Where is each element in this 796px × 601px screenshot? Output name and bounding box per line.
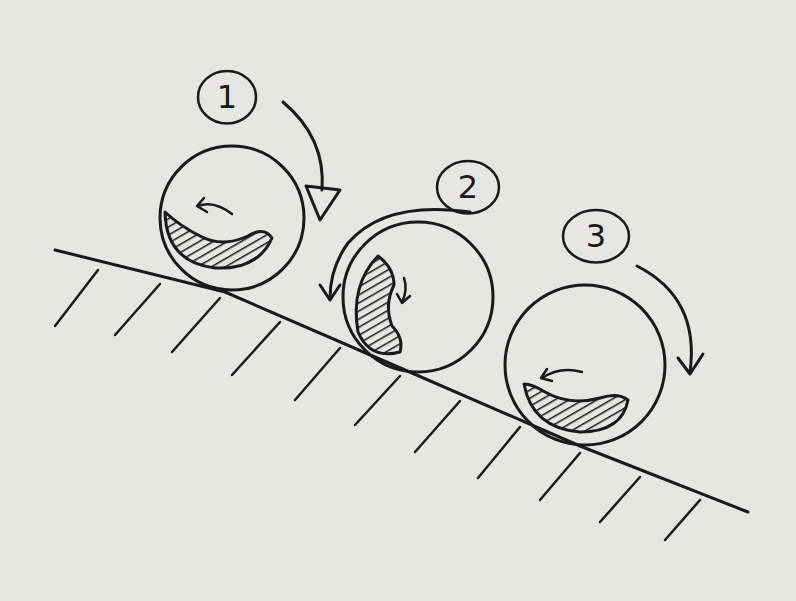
rotation-arrow bbox=[637, 266, 691, 372]
flow-arrow bbox=[541, 369, 552, 381]
callout-number: 2 bbox=[458, 171, 478, 203]
liquid-1 bbox=[165, 212, 272, 268]
flow-arrow bbox=[402, 278, 406, 302]
arrow-head bbox=[306, 186, 340, 220]
arrow-head bbox=[320, 285, 340, 300]
callout-circle: 3 bbox=[561, 208, 631, 264]
callout-circle: 2 bbox=[435, 159, 501, 215]
flow-arrow bbox=[542, 370, 582, 378]
callout-circle: 1 bbox=[196, 69, 258, 125]
liquid-3 bbox=[524, 384, 628, 432]
ball-3 bbox=[505, 285, 665, 445]
callout-number: 3 bbox=[586, 220, 606, 252]
callout-number: 1 bbox=[217, 81, 237, 113]
ball-1 bbox=[160, 146, 304, 290]
rotation-arrow bbox=[283, 102, 322, 190]
incline-surface bbox=[55, 250, 748, 512]
arrow-head bbox=[678, 354, 703, 374]
flow-arrow bbox=[397, 294, 410, 303]
rotation-arrow bbox=[330, 209, 470, 298]
liquid-2 bbox=[356, 256, 401, 354]
ball-2 bbox=[343, 222, 493, 372]
flow-arrow bbox=[197, 198, 207, 212]
